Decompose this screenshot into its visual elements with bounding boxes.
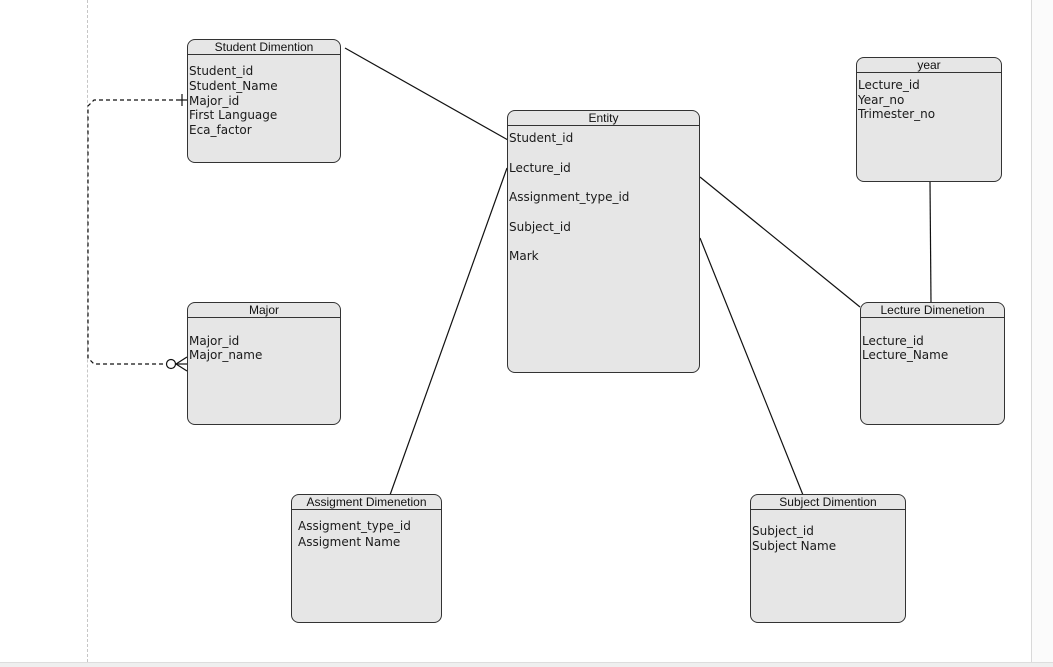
attribute: Year_no [858,93,905,107]
entity-title: Major [188,303,340,318]
entity-title: year [857,58,1001,73]
canvas-right-edge [1031,0,1053,662]
attribute: Assignment_type_id [509,190,630,204]
bottom-scrollbar[interactable] [0,662,1053,667]
entity-title: Lecture Dimenetion [861,303,1004,318]
connector-entity-lecture[interactable] [699,176,861,308]
entity-title: Student Dimention [188,40,340,55]
crowfoot-lower [175,363,188,372]
attribute: Lecture_Name [862,348,949,362]
attribute: Mark [509,249,539,263]
entity-assigment-dimenetion[interactable]: Assigment Dimenetion Assigment_type_id A… [291,494,442,623]
attribute: Student_id [509,131,574,145]
attribute: Lecture_id [858,78,920,92]
attribute: Subject Name [752,539,837,553]
attribute: Student_Name [189,79,278,93]
connector-entity-subject[interactable] [699,237,804,496]
entity-student-dimention[interactable]: Student Dimention Student_id Student_Nam… [187,39,341,163]
attribute: Eca_factor [189,123,252,137]
attribute: First Language [189,108,278,122]
entity-title: Subject Dimention [751,495,905,510]
attribute: Student_id [189,64,254,78]
attribute: Lecture_id [862,334,924,348]
entity-lecture-dimenetion[interactable]: Lecture Dimenetion Lecture_id Lecture_Na… [860,302,1005,425]
entity-entity[interactable]: Entity Student_id Lecture_id Assignment_… [507,110,700,373]
attribute: Lecture_id [509,161,571,175]
attribute: Subject_id [752,524,814,538]
connector-student-entity[interactable] [344,47,509,141]
zero-marker [165,358,177,370]
entity-year[interactable]: year Lecture_id Year_no Trimester_no [856,57,1002,182]
entity-title: Entity [508,111,699,126]
entity-title: Assigment Dimenetion [292,495,441,510]
entity-major[interactable]: Major Major_id Major_name [187,302,341,425]
page-margin-guide [87,0,88,662]
connector-year-lecture[interactable] [929,180,932,304]
attribute: Assigment Name [298,535,401,549]
attribute: Major_id [189,94,240,108]
attribute: Assigment_type_id [298,519,411,533]
attribute: Trimester_no [858,107,936,121]
connector-student-major[interactable] [87,99,180,365]
attribute: Major_id [189,334,240,348]
attribute: Major_name [189,348,263,362]
attribute: Subject_id [509,220,571,234]
entity-subject-dimention[interactable]: Subject Dimention Subject_id Subject Nam… [750,494,906,623]
connector-entity-assigment[interactable] [389,167,508,496]
crowfoot-upper [175,356,188,365]
